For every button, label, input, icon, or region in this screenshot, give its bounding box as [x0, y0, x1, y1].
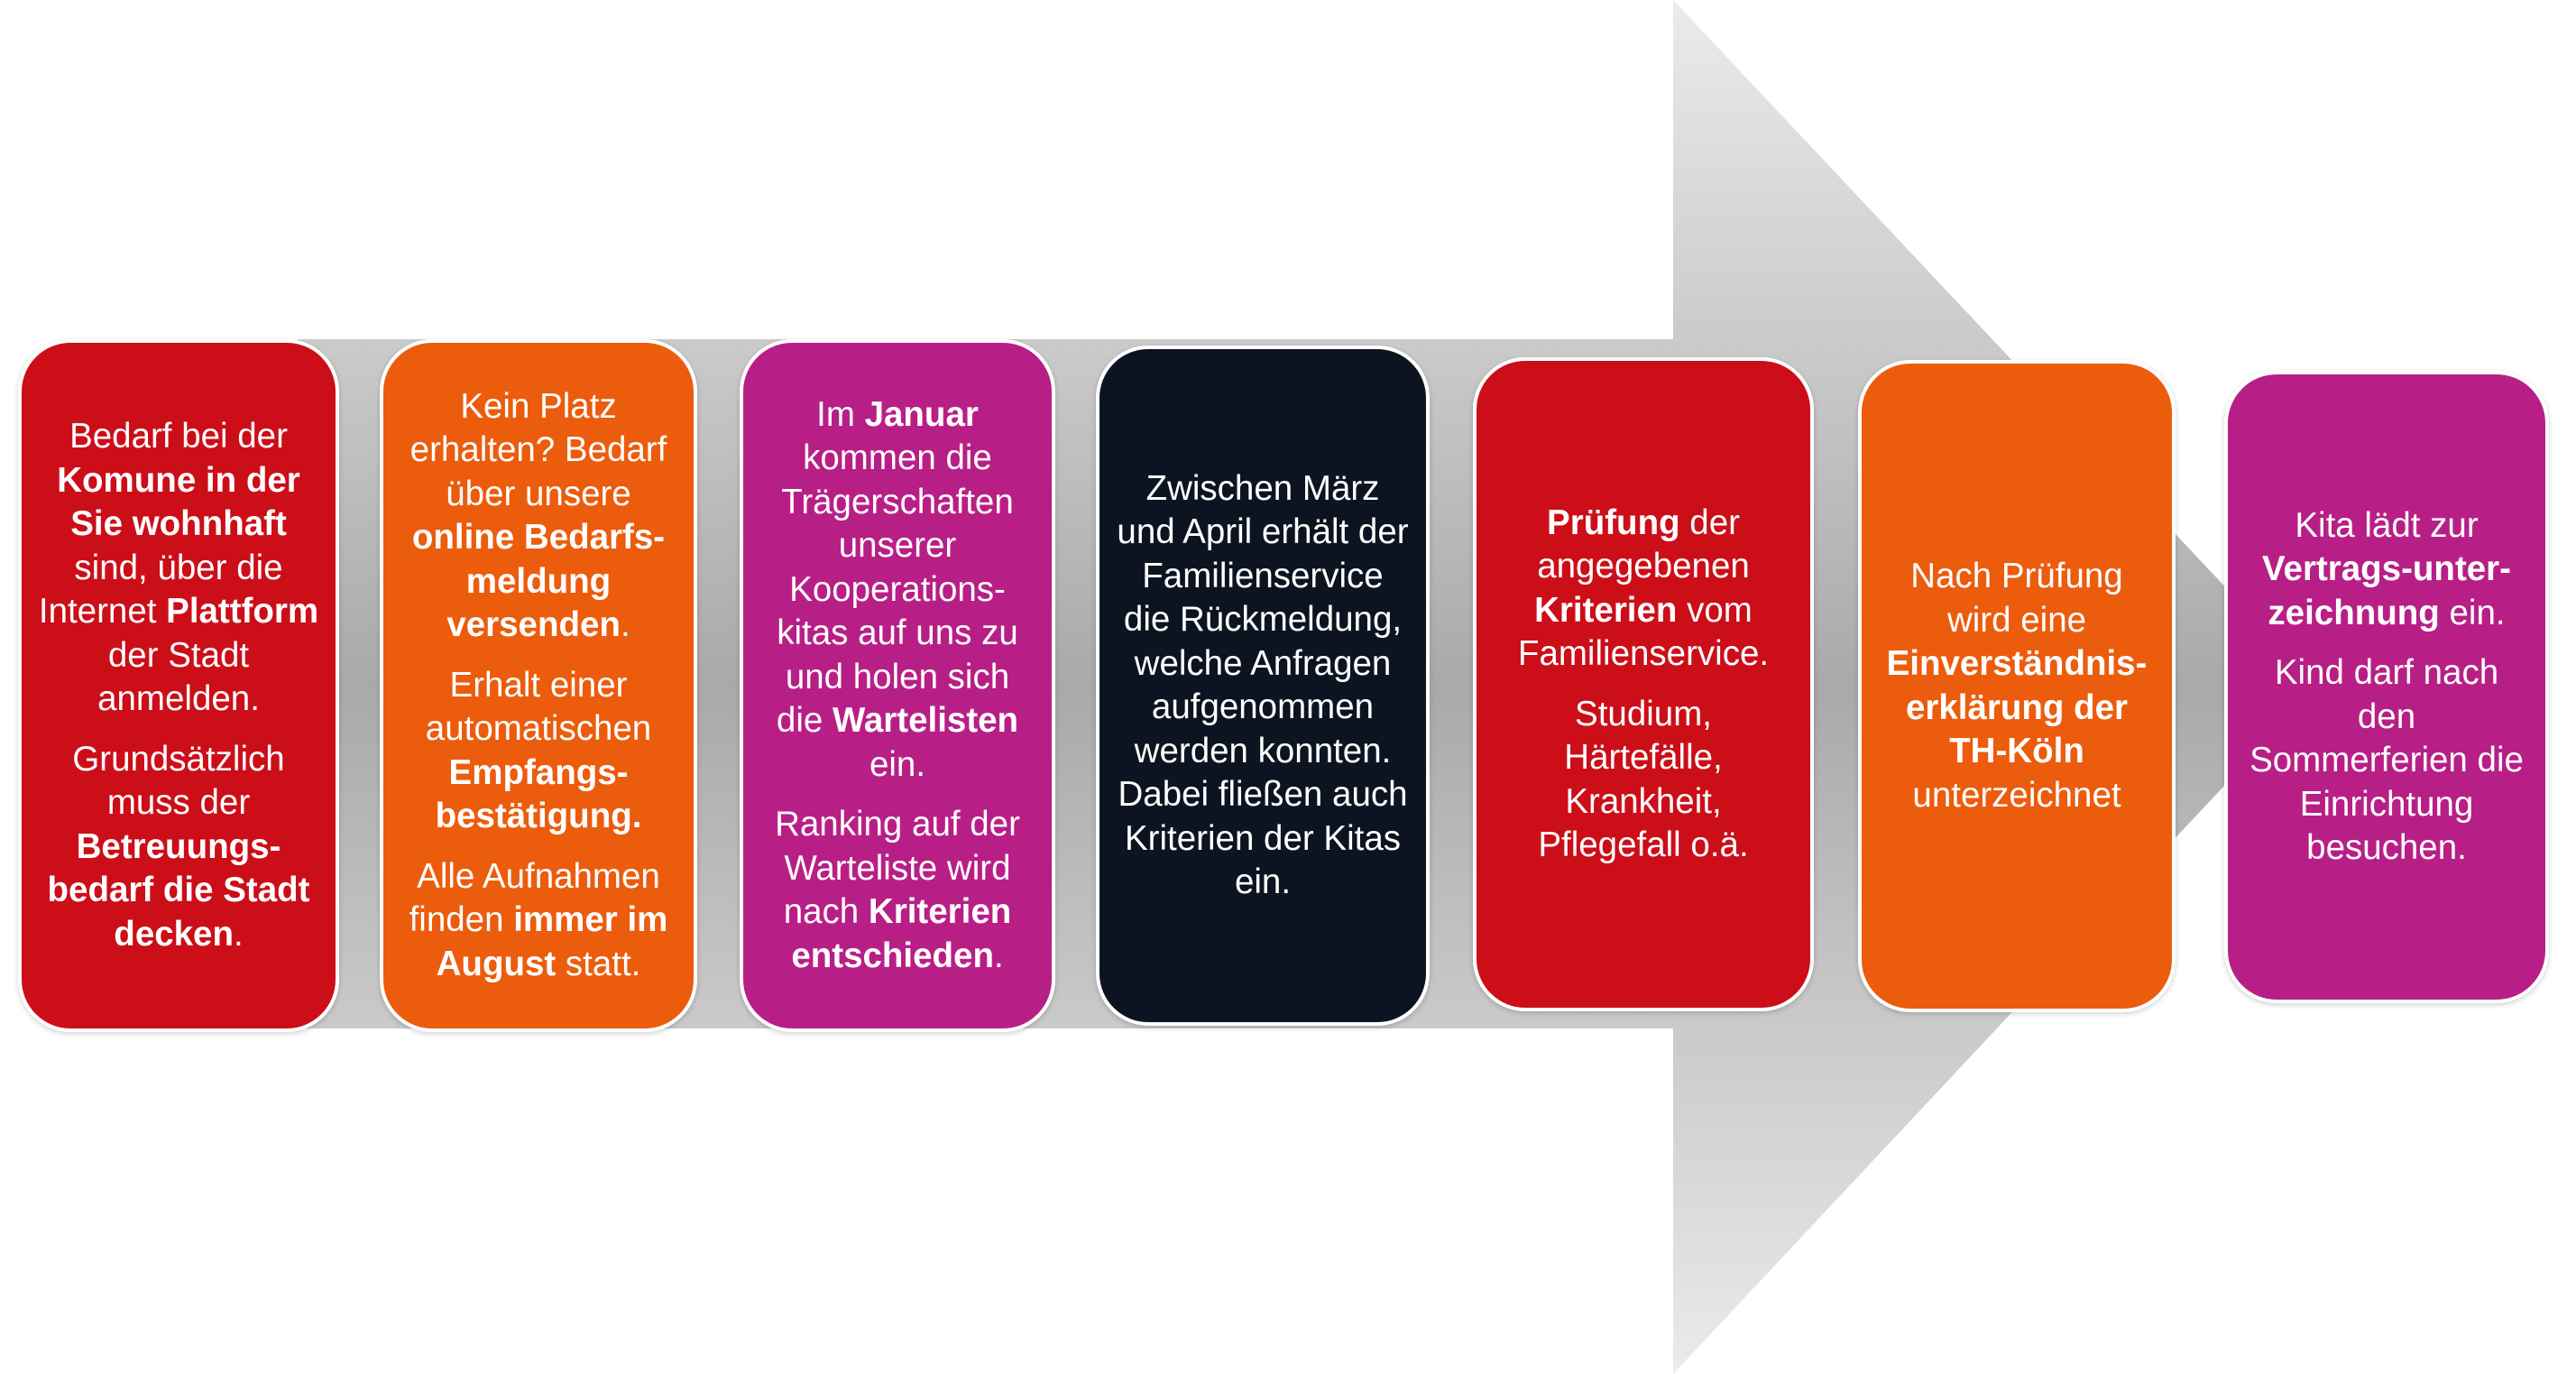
step-1-box: Bedarf bei der Komune in der Sie wohnhaf…: [18, 339, 339, 1032]
step-text-emphasis: online Bedarfs-meldung versenden: [411, 518, 666, 645]
step-text: Kita lädt zur: [2295, 505, 2479, 545]
step-text-emphasis: Kriterien entschieden: [791, 892, 1012, 975]
step-text: ein.: [869, 744, 926, 784]
step-6-box: Nach Prüfung wird eine Einverständnis-er…: [1858, 360, 2176, 1012]
step-text-emphasis: Kriterien: [1534, 590, 1678, 630]
step-text: der Stadt anmelden.: [97, 635, 260, 719]
step-2-box: Kein Platz erhalten? Bedarf über unsere …: [380, 339, 697, 1032]
step-text-emphasis: Prüfung: [1547, 503, 1680, 542]
step-text: Im: [816, 394, 865, 434]
step-5-paragraph: Prüfung der angegebenen Kriterien vom Fa…: [1493, 502, 1794, 677]
step-3-paragraph: Im Januar kommen die Trägerschaften unse…: [759, 393, 1035, 788]
step-4-box: Zwischen März und April erhält der Famil…: [1096, 346, 1430, 1026]
step-3-box: Im Januar kommen die Trägerschaften unse…: [740, 339, 1055, 1032]
step-text: unterzeichnet: [1912, 775, 2121, 815]
step-text: vom Familienservice.: [1517, 590, 1770, 674]
step-text: Zwischen März und April erhält der Famil…: [1117, 468, 1409, 902]
step-text: Erhalt einer automatischen: [425, 665, 652, 749]
step-1-paragraph: Bedarf bei der Komune in der Sie wohnhaf…: [38, 415, 319, 722]
step-6-paragraph: Nach Prüfung wird eine Einverständnis-er…: [1878, 555, 2156, 817]
step-2-paragraph: Alle Aufnahmen finden immer im August st…: [400, 855, 677, 987]
step-text: .: [620, 605, 630, 645]
step-text-emphasis: Einverständnis-erklärung der TH-Köln: [1886, 644, 2148, 770]
step-text: sind, über die Internet: [38, 548, 283, 632]
step-text-emphasis: Plattform: [166, 592, 319, 631]
step-text-emphasis: Vertrags-unter-zeichnung: [2262, 549, 2511, 632]
step-text: .: [233, 914, 244, 954]
step-text: der angegebenen: [1537, 503, 1750, 586]
step-text: Bedarf bei der: [69, 417, 288, 456]
step-text: Kein Platz erhalten? Bedarf über unsere: [409, 386, 667, 513]
step-2-paragraph: Kein Platz erhalten? Bedarf über unsere …: [400, 385, 677, 648]
step-text-emphasis: Komune in der Sie wohnhaft: [57, 460, 300, 544]
step-text: ein.: [2439, 593, 2506, 632]
step-text: Nach Prüfung wird eine: [1910, 557, 2123, 640]
step-text: statt.: [556, 944, 641, 983]
step-2-paragraph: Erhalt einer automatischen Empfangs-best…: [400, 664, 677, 839]
step-7-box: Kita lädt zur Vertrags-unter-zeichnung e…: [2224, 371, 2549, 1003]
step-text-emphasis: Betreuungs-bedarf die Stadt decken: [47, 826, 310, 954]
step-text: Studium, Härtefälle, Krankheit, Pflegefa…: [1538, 694, 1749, 865]
step-4-paragraph: Zwischen März und April erhält der Famil…: [1116, 467, 1410, 905]
step-text: Alle Aufnahmen finden: [409, 856, 660, 940]
step-text-emphasis: Wartelisten: [832, 701, 1019, 741]
step-text: kommen die Trägerschaften unserer Kooper…: [776, 438, 1018, 741]
step-3-paragraph: Ranking auf der Warteliste wird nach Kri…: [759, 803, 1035, 978]
step-1-paragraph: Grundsätzlich muss der Betreuungs-bedarf…: [38, 738, 319, 957]
step-text-emphasis: Januar: [864, 394, 979, 434]
step-text-emphasis: Empfangs-bestätigung.: [435, 752, 642, 836]
step-text: Ranking auf der Warteliste wird nach: [775, 805, 1020, 932]
step-5-paragraph: Studium, Härtefälle, Krankheit, Pflegefa…: [1493, 693, 1794, 868]
step-text-emphasis: immer im August: [436, 900, 668, 983]
step-text: Kind darf nach den Sommerferien die Einr…: [2249, 653, 2524, 867]
step-5-box: Prüfung der angegebenen Kriterien vom Fa…: [1473, 357, 1814, 1011]
step-text: .: [993, 936, 1004, 975]
step-text: Grundsätzlich muss der: [72, 739, 285, 823]
step-7-paragraph: Kita lädt zur Vertrags-unter-zeichnung e…: [2244, 504, 2529, 636]
step-7-paragraph: Kind darf nach den Sommerferien die Einr…: [2244, 651, 2529, 871]
